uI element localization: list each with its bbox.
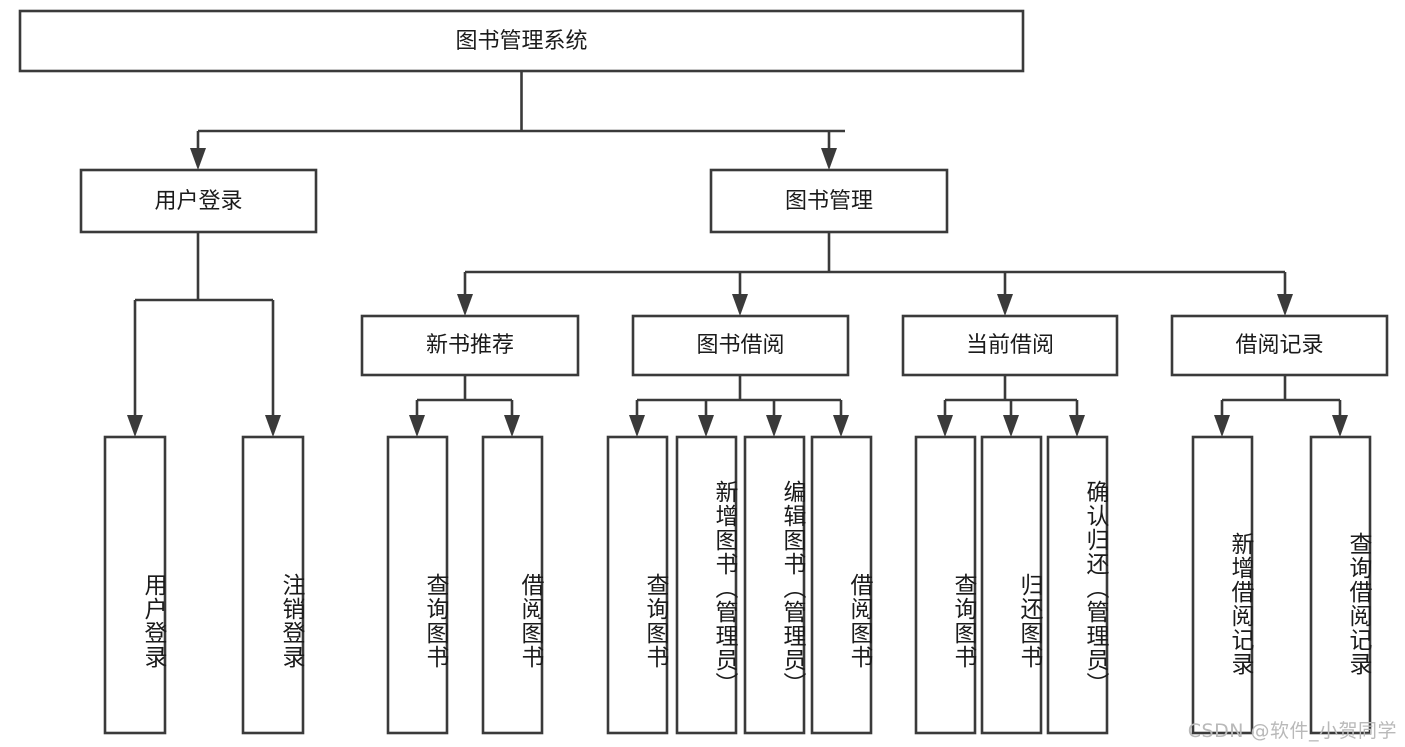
arrow-to-leaf-borrow-book-1 [504, 415, 520, 437]
node-box-leaf-query-book-1[interactable] [386, 435, 449, 735]
arrow-to-borrow-record [1277, 294, 1293, 316]
arrow-to-leaf-borrow-book-2 [833, 415, 849, 437]
arrow-to-book-manage [821, 148, 837, 170]
arrow-to-book-borrow [732, 294, 748, 316]
arrow-to-leaf-return-book [1003, 415, 1019, 437]
arrow-to-leaf-add-book [698, 415, 714, 437]
arrow-to-current-borrow [997, 294, 1013, 316]
arrow-to-leaf-query-book-1 [409, 415, 425, 437]
node-box-book-manage[interactable] [709, 168, 949, 234]
node-box-borrow-record[interactable] [1170, 314, 1389, 377]
node-box-leaf-add-record[interactable] [1191, 435, 1254, 735]
node-box-user-login[interactable] [79, 168, 318, 234]
node-box-leaf-borrow-book-1[interactable] [481, 435, 544, 735]
node-box-leaf-confirm-return[interactable] [1046, 435, 1109, 735]
node-box-leaf-return-book[interactable] [980, 435, 1043, 735]
node-box-book-borrow[interactable] [631, 314, 850, 377]
arrow-to-leaf-query-book-2 [629, 415, 645, 437]
arrow-to-leaf-query-book-3 [937, 415, 953, 437]
arrow-to-leaf-add-record [1214, 415, 1230, 437]
node-label-book-manage: 图书管理 [785, 189, 873, 214]
node-box-leaf-query-book-3[interactable] [914, 435, 977, 735]
arrow-to-user-login [190, 148, 206, 170]
node-label-user-login: 用户登录 [154, 189, 242, 214]
node-box-root[interactable] [18, 9, 1025, 73]
node-box-leaf-query-record[interactable] [1309, 435, 1372, 735]
node-box-leaf-logout-login[interactable] [241, 435, 305, 735]
arrow-to-leaf-query-record [1332, 415, 1348, 437]
node-group: 图书管理系统 用户登录 图书管理 新书推荐 图书借阅 当前借阅 借阅记录 [18, 9, 1389, 735]
node-box-leaf-edit-book[interactable] [743, 435, 806, 735]
node-box-leaf-borrow-book-2[interactable] [810, 435, 873, 735]
csdn-watermark: CSDN @软件_小贺同学 [1187, 720, 1397, 742]
node-box-leaf-add-book[interactable] [675, 435, 738, 735]
node-label-book-borrow: 图书借阅 [696, 333, 784, 358]
node-label-new-book-rec: 新书推荐 [426, 333, 514, 358]
arrow-to-leaf-confirm-return [1069, 415, 1085, 437]
arrow-to-leaf-logout-login [265, 415, 281, 437]
node-box-new-book-rec[interactable] [360, 314, 580, 377]
arrow-to-leaf-edit-book [766, 415, 782, 437]
connector-group [127, 71, 1348, 437]
arrow-to-new-book-rec [457, 294, 473, 316]
node-label-root: 图书管理系统 [455, 29, 587, 54]
node-label-current-borrow: 当前借阅 [966, 333, 1054, 358]
node-box-current-borrow[interactable] [901, 314, 1119, 377]
node-label-borrow-record: 借阅记录 [1235, 333, 1323, 358]
node-box-leaf-user-login[interactable] [103, 435, 167, 735]
arrow-to-leaf-user-login [127, 415, 143, 437]
node-box-leaf-query-book-2[interactable] [606, 435, 669, 735]
